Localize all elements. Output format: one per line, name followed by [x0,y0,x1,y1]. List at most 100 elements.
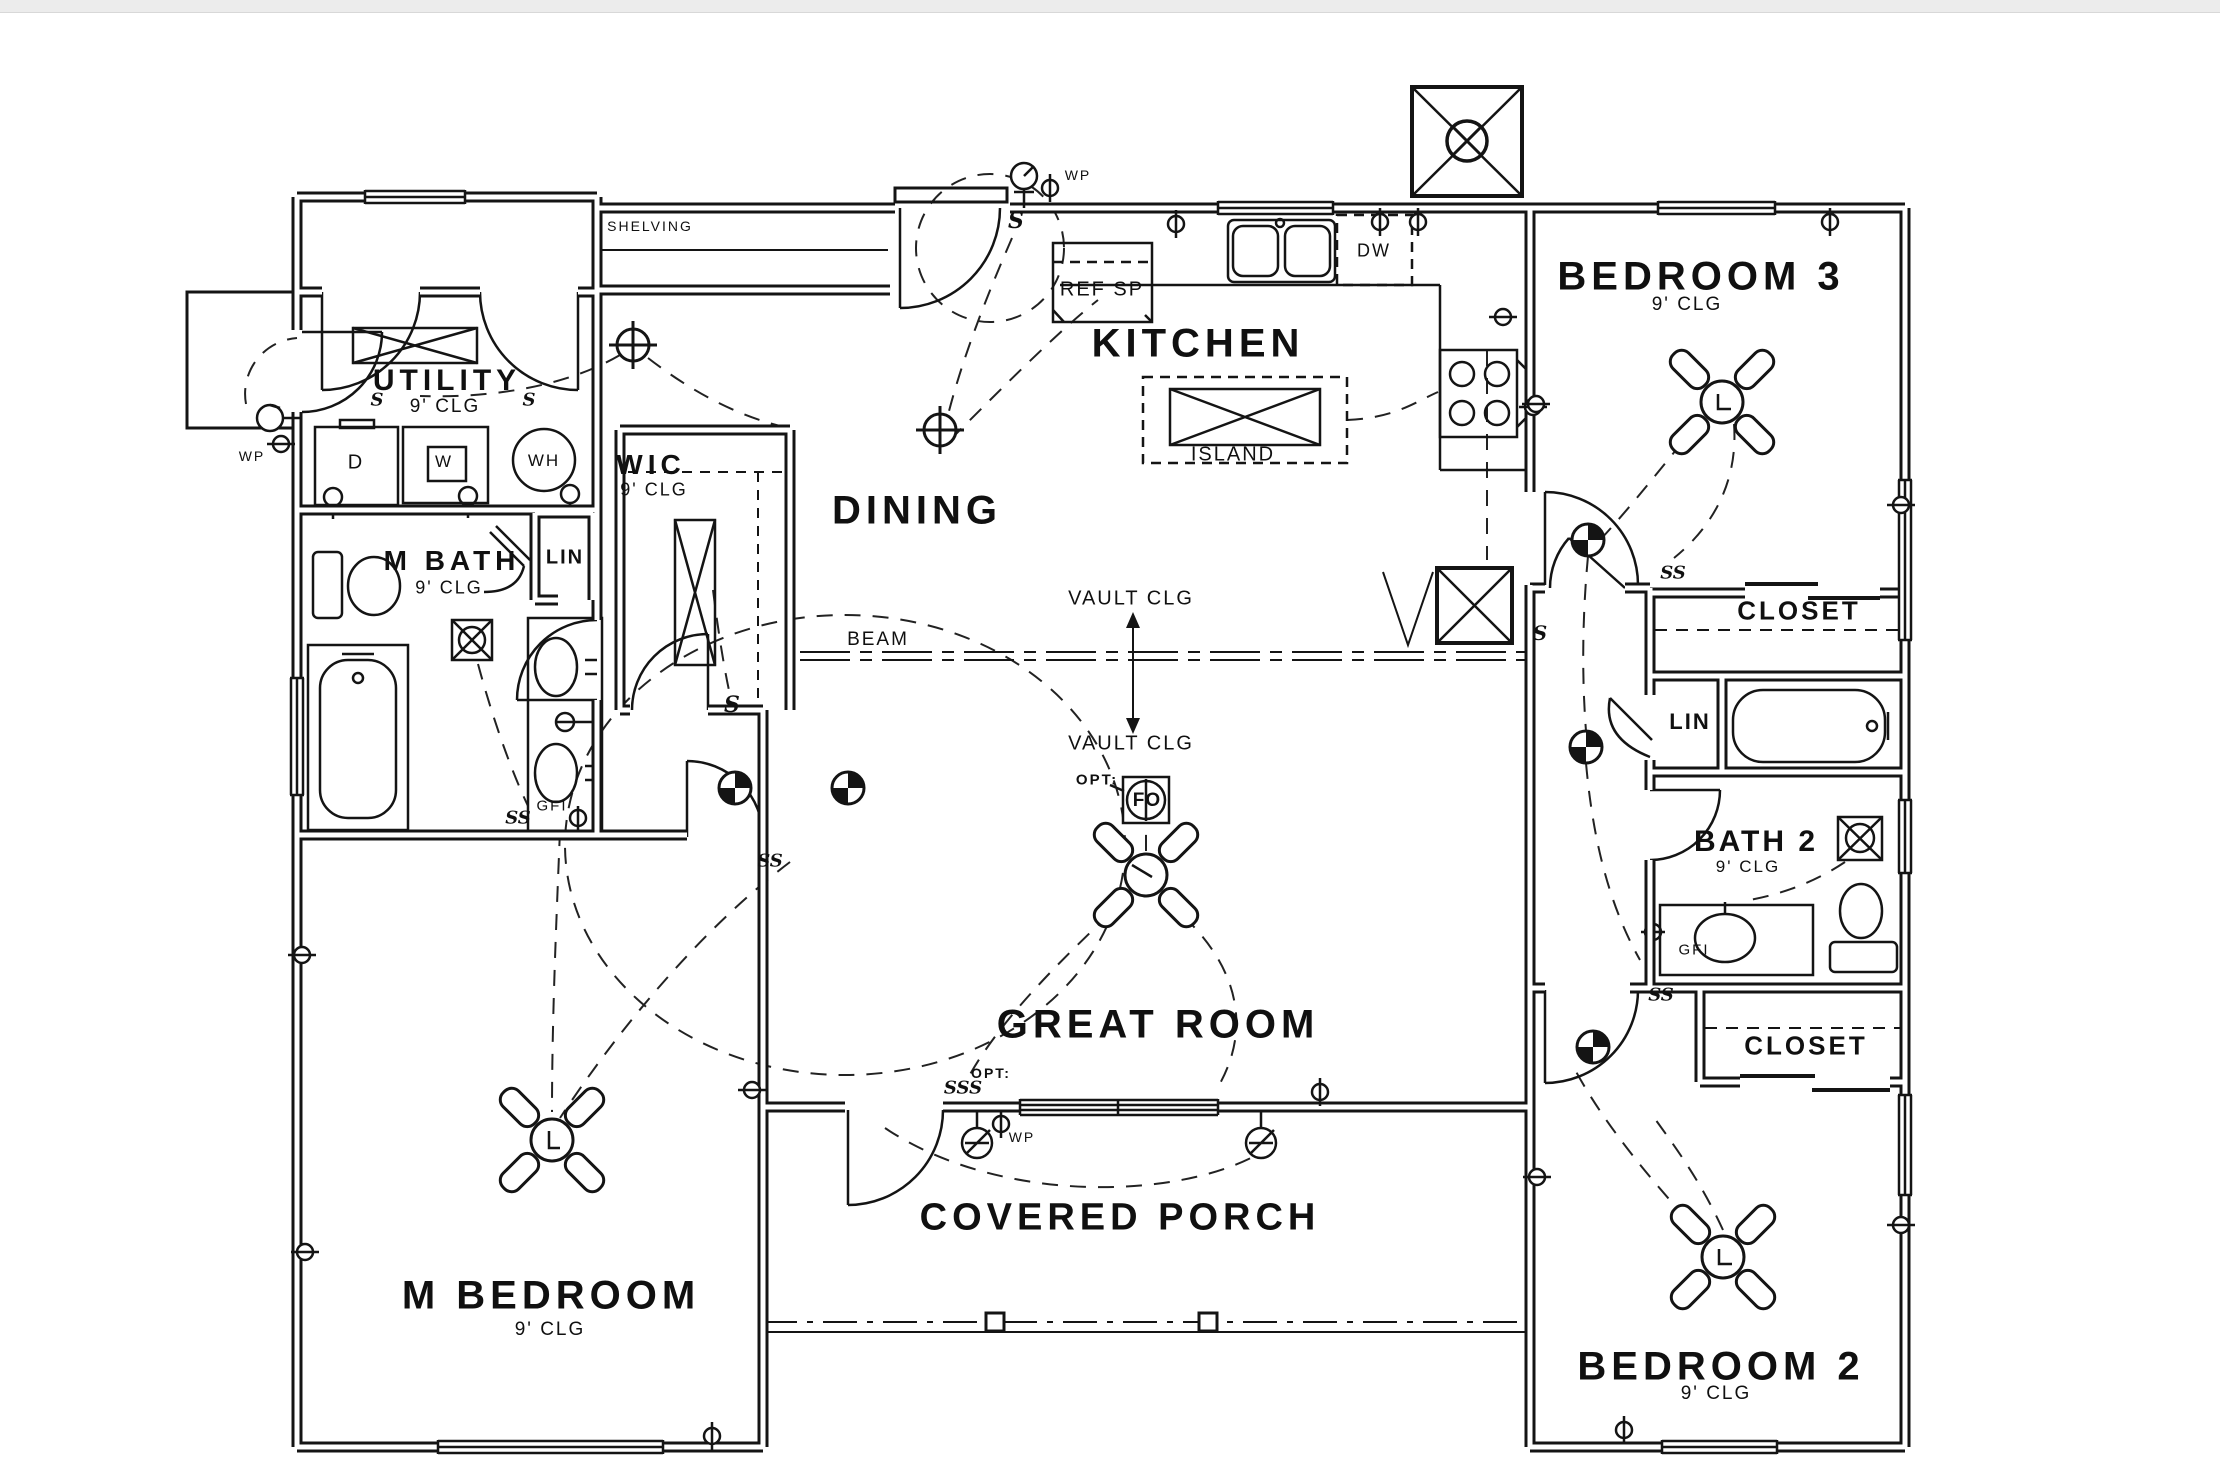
ceiling-fan-bedroom2 [1669,1203,1777,1311]
windows [289,189,1913,1455]
window-chrome-strip [0,0,2220,13]
optional-label: OPT: [971,1065,1011,1081]
window [436,1439,665,1455]
ceiling-height-wic: 9' CLG [620,479,688,500]
window [1897,478,1913,642]
kitchen-fixtures [1051,213,1530,649]
window [289,676,305,797]
closet-label-lin-hall: LIN [1669,709,1711,734]
switch3-label: SSS [943,1077,983,1099]
doors [301,186,1722,1207]
vault-clg-label: VAULT CLG [1068,587,1194,610]
outlet-icon [1408,208,1428,236]
room-label-wic: WIC [616,449,686,480]
closet-sliding-door [1740,1074,1890,1092]
bathtub-icon [1731,688,1887,764]
switch2-label: SS [1648,984,1674,1006]
ceiling-light-hall [609,321,657,369]
room-label-bedroom3: BEDROOM 3 [1557,254,1845,299]
water-heater-label: WH [527,451,561,470]
beam-line [800,651,1530,661]
range-icon [1438,348,1519,439]
island-label: ISLAND [1190,443,1276,466]
wp-outlet-label: WP [1008,1129,1036,1145]
refrigerator-space [1051,241,1154,324]
wall-light-stoop [255,403,300,433]
smoke-detector [1575,1029,1611,1065]
wiring-dashed-curves [244,173,1846,1241]
switch2-label: SS [1660,562,1686,584]
porch-light [960,1110,994,1160]
porch-posts [984,1311,1219,1333]
room-label-mbath: M BATH [383,545,521,576]
utility-appliances [313,326,581,519]
porch-light [1244,1110,1278,1160]
switch2-label: SS [757,850,783,872]
ceiling-height-bedroom2: 9' CLG [1680,1383,1752,1404]
room-label-coveredporch: COVERED PORCH [919,1196,1321,1239]
gfi-label-mbath: GFI [536,797,568,815]
ceiling-height-bedroom3: 9' CLG [1651,294,1723,315]
shelving-label: SHELVING [607,218,693,234]
ref-space-label: REF SP [1059,278,1145,301]
window [1897,1093,1913,1197]
room-label-utility: UTILITY [372,364,522,397]
window [363,189,467,205]
entry-stoop [185,290,300,430]
outlet-icon [1370,208,1390,236]
outlet-icon [1166,210,1186,238]
bathtub-icon [318,658,398,820]
vault-ceiling-arrow [1126,612,1140,734]
sink-icon [533,742,579,804]
water-heater-icon [511,427,577,493]
window [1660,1439,1779,1455]
ceiling-height-mbath: 9' CLG [415,577,483,598]
island-outline [1141,375,1349,465]
kitchen-sink-icon [1226,218,1337,284]
outlets [267,174,1915,1450]
outlet-icon [1614,1416,1634,1444]
window [1216,200,1335,216]
beam-label: BEAM [847,629,909,650]
switch-label: S [370,389,384,411]
sink-icon [533,636,579,698]
closet-label-br2: CLOSET [1744,1030,1868,1061]
ceiling-fan-mbedroom [498,1086,606,1194]
vault-clg-label: VAULT CLG [1068,732,1194,755]
sliding-glass-door [1018,1098,1220,1117]
switch-label: S [1008,208,1024,234]
switch-label: S [1532,621,1548,645]
island-hood [1168,387,1322,447]
room-label-mbedroom: M BEDROOM [401,1273,701,1318]
closet-label-lin-mbath: LIN [545,546,585,569]
room-label-kitchen: KITCHEN [1091,321,1305,366]
wp-outlet-label: WP [1064,167,1092,183]
window [1897,798,1913,875]
wall-light-rear-door [1009,161,1039,208]
fan-outlet-label: FO [1132,790,1162,811]
washer-label: W [434,452,454,471]
outlet-icon [1040,174,1060,202]
gfi-label-bath2: GFI [1678,941,1710,959]
toilet-tank-icon [311,550,344,620]
switch2-label: SS [505,807,531,829]
walls [291,191,1911,1453]
toilet-bowl-icon [1838,882,1884,940]
outlet-icon [1489,307,1517,327]
room-label-dining: DINING [832,488,1002,533]
closet-sliding-door [1745,582,1880,600]
switch-label: S [724,692,740,718]
ceiling-height-bath2: 9' CLG [1715,857,1781,876]
room-label-greatroom: GREAT ROOM [996,1002,1320,1047]
outlet-icon [991,1110,1011,1138]
ceiling-light-dining [916,406,964,454]
counter-edge [1060,283,1530,472]
wp-outlet-label: WP [238,448,266,464]
outlet-icon [1887,495,1915,515]
outlet-icon [1310,1078,1330,1106]
room-label-bedroom2: BEDROOM 2 [1577,1344,1865,1389]
ceiling-height-mbedroom: 9' CLG [514,1319,586,1340]
outlet-icon [1522,394,1550,414]
